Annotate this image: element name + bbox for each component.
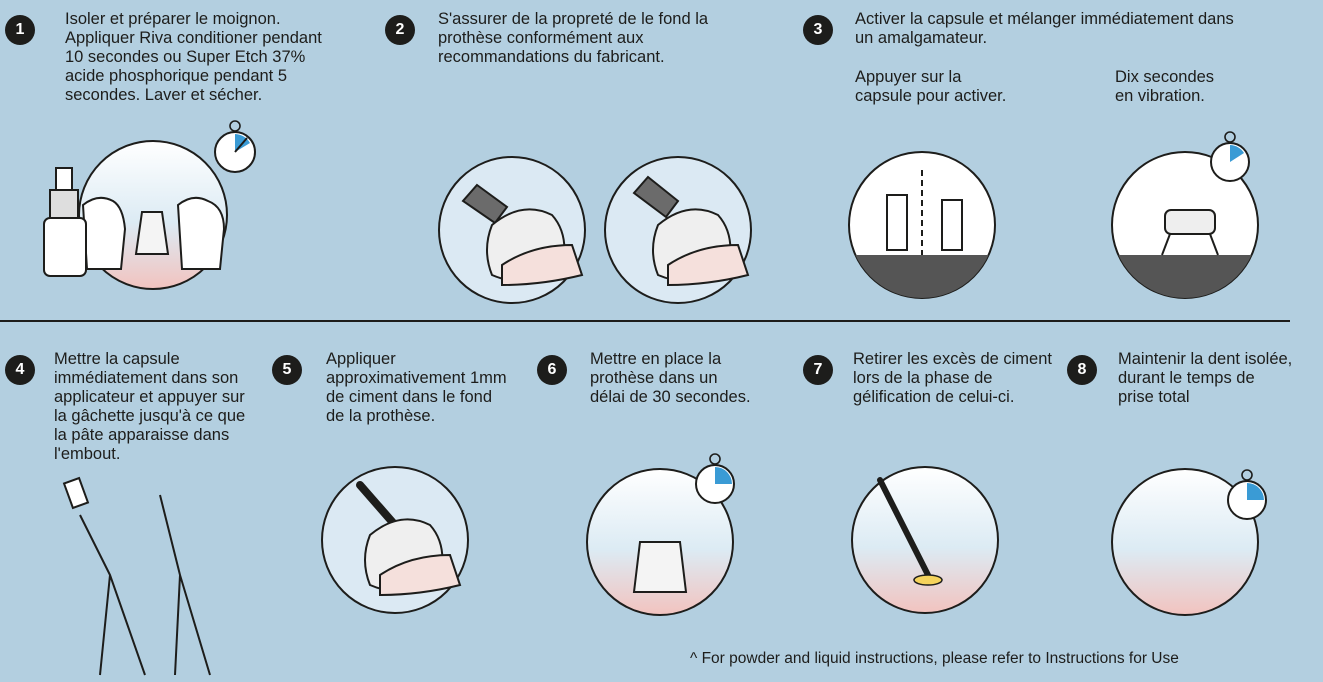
- step-1-illustration: [43, 120, 256, 290]
- step-7-badge: 7: [803, 355, 833, 385]
- step-6-badge: 6: [537, 355, 567, 385]
- section-divider: [0, 320, 1290, 322]
- step-2-badge: 2: [385, 15, 415, 45]
- step-2-illustration-a: [438, 156, 586, 304]
- step-6-text: Mettre en place la prothèse dans un déla…: [590, 350, 751, 406]
- step-5-text: Appliquer approximativement 1mm de cimen…: [326, 350, 507, 425]
- step-7-text: Retirer les excès de ciment lors de la p…: [853, 350, 1052, 406]
- step-7-illustration: [851, 466, 999, 614]
- step-8-illustration: [1111, 468, 1267, 616]
- step-4-badge: 4: [5, 355, 35, 385]
- step-4-text: Mettre la capsule immédiatement dans son…: [54, 350, 246, 463]
- step-5-illustration: [321, 466, 469, 614]
- step-3-badge: 3: [803, 15, 833, 45]
- step-3-illustration-vibrate: [1111, 131, 1259, 299]
- step-3-illustration-activate: [848, 151, 996, 299]
- footnote: ^ For powder and liquid instructions, pl…: [690, 650, 1179, 667]
- step-2-text: S'assurer de la propreté de le fond la p…: [438, 10, 709, 66]
- step-3-text: Activer la capsule et mélanger immédiate…: [855, 10, 1234, 47]
- step-5-badge: 5: [272, 355, 302, 385]
- step-1-text: Isoler et préparer le moignon. Appliquer…: [65, 10, 322, 104]
- step-8-badge: 8: [1067, 355, 1097, 385]
- step-3-sub-right: Dix secondes en vibration.: [1115, 68, 1215, 105]
- step-6-illustration: [586, 453, 735, 616]
- step-1-badge: 1: [5, 15, 35, 45]
- step-3-sub-left: Appuyer sur la capsule pour activer.: [855, 68, 1007, 105]
- step-4-illustration: [62, 476, 211, 676]
- timer-icon: [214, 120, 256, 173]
- step-2-illustration-b: [604, 156, 752, 304]
- bottle-icon: [43, 167, 87, 277]
- step-8-text: Maintenir la dent isolée, durant le temp…: [1118, 350, 1293, 406]
